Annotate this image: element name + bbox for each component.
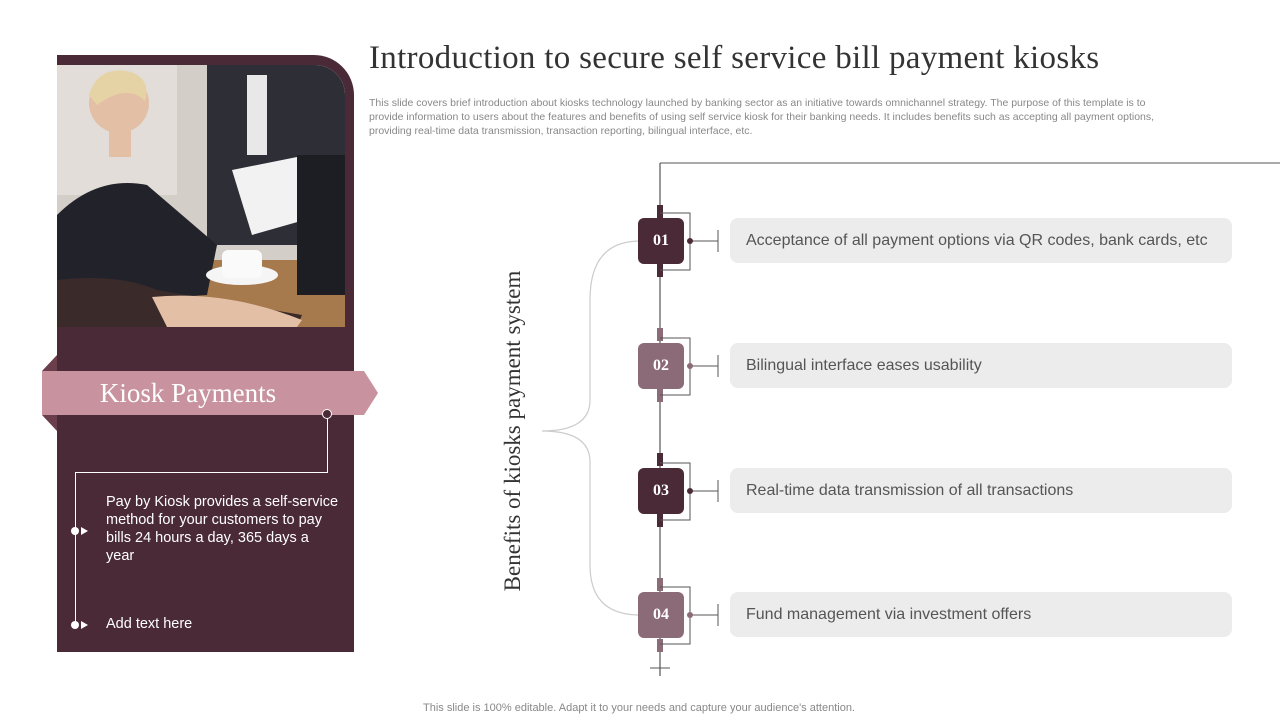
footer-note: This slide is 100% editable. Adapt it to… xyxy=(423,702,855,714)
benefit-number-badge: 02 xyxy=(638,343,684,389)
benefit-item-fund-management: Fund management via investment offers xyxy=(730,592,1232,637)
connector-line xyxy=(75,472,328,473)
add-text-placeholder: Add text here xyxy=(106,616,193,632)
bullet-dot xyxy=(71,621,79,629)
bullet-arrow-icon xyxy=(81,621,88,629)
benefit-item-payment-options: Acceptance of all payment options via QR… xyxy=(730,218,1232,263)
office-meeting-photo xyxy=(57,65,345,327)
banner-fold-top xyxy=(42,355,57,371)
bullet-dot xyxy=(71,527,79,535)
connector-dot xyxy=(322,409,332,419)
connector-line xyxy=(75,472,76,626)
benefit-number-badge: 04 xyxy=(638,592,684,638)
kiosk-payments-banner: Kiosk Payments xyxy=(42,371,364,415)
kiosk-description: Pay by Kiosk provides a self-service met… xyxy=(106,494,339,564)
banner-fold-bottom xyxy=(42,415,57,431)
benefit-number-badge: 03 xyxy=(638,468,684,514)
benefit-item-bilingual: Bilingual interface eases usability xyxy=(730,343,1232,388)
benefits-vertical-label: Benefits of kiosks payment system xyxy=(500,270,525,592)
banner-arrow-tip xyxy=(364,371,378,415)
connector-line xyxy=(327,415,328,473)
benefit-item-realtime: Real-time data transmission of all trans… xyxy=(730,468,1232,513)
page-title: Introduction to secure self service bill… xyxy=(369,40,1100,76)
bullet-arrow-icon xyxy=(81,527,88,535)
page-description: This slide covers brief introduction abo… xyxy=(369,97,1155,137)
benefit-number-badge: 01 xyxy=(638,218,684,264)
